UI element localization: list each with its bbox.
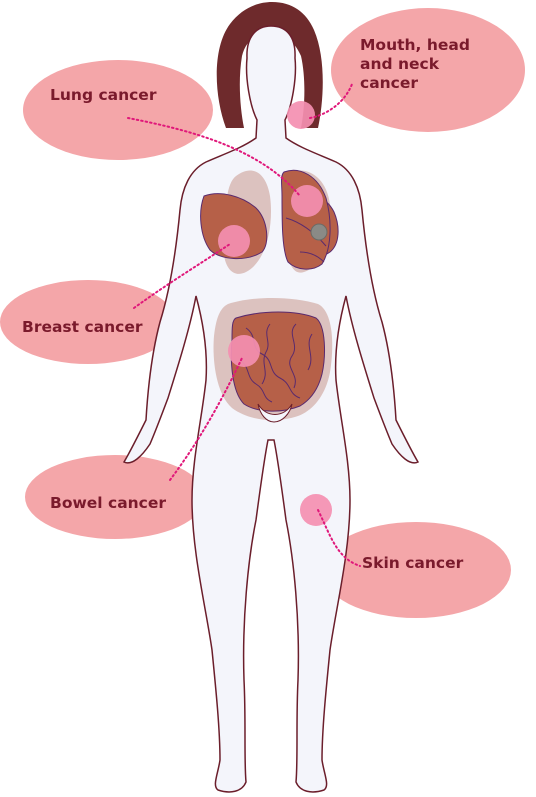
lung-cancer-label: Lung cancer [50,86,156,105]
skin-cancer-marker [300,494,332,526]
bowel-cancer-label: Bowel cancer [50,494,166,513]
breast-cancer-label: Breast cancer [22,318,143,337]
nipple-mark [311,224,327,240]
breast-cancer-marker [218,225,250,257]
lung-cancer-bubble [23,60,213,160]
mouth-cancer-marker [287,101,315,129]
skin-cancer-label: Skin cancer [362,554,463,573]
mouth-head-neck-cancer-label: Mouth, head and neck cancer [360,36,470,93]
bowel-cancer-marker [228,335,260,367]
